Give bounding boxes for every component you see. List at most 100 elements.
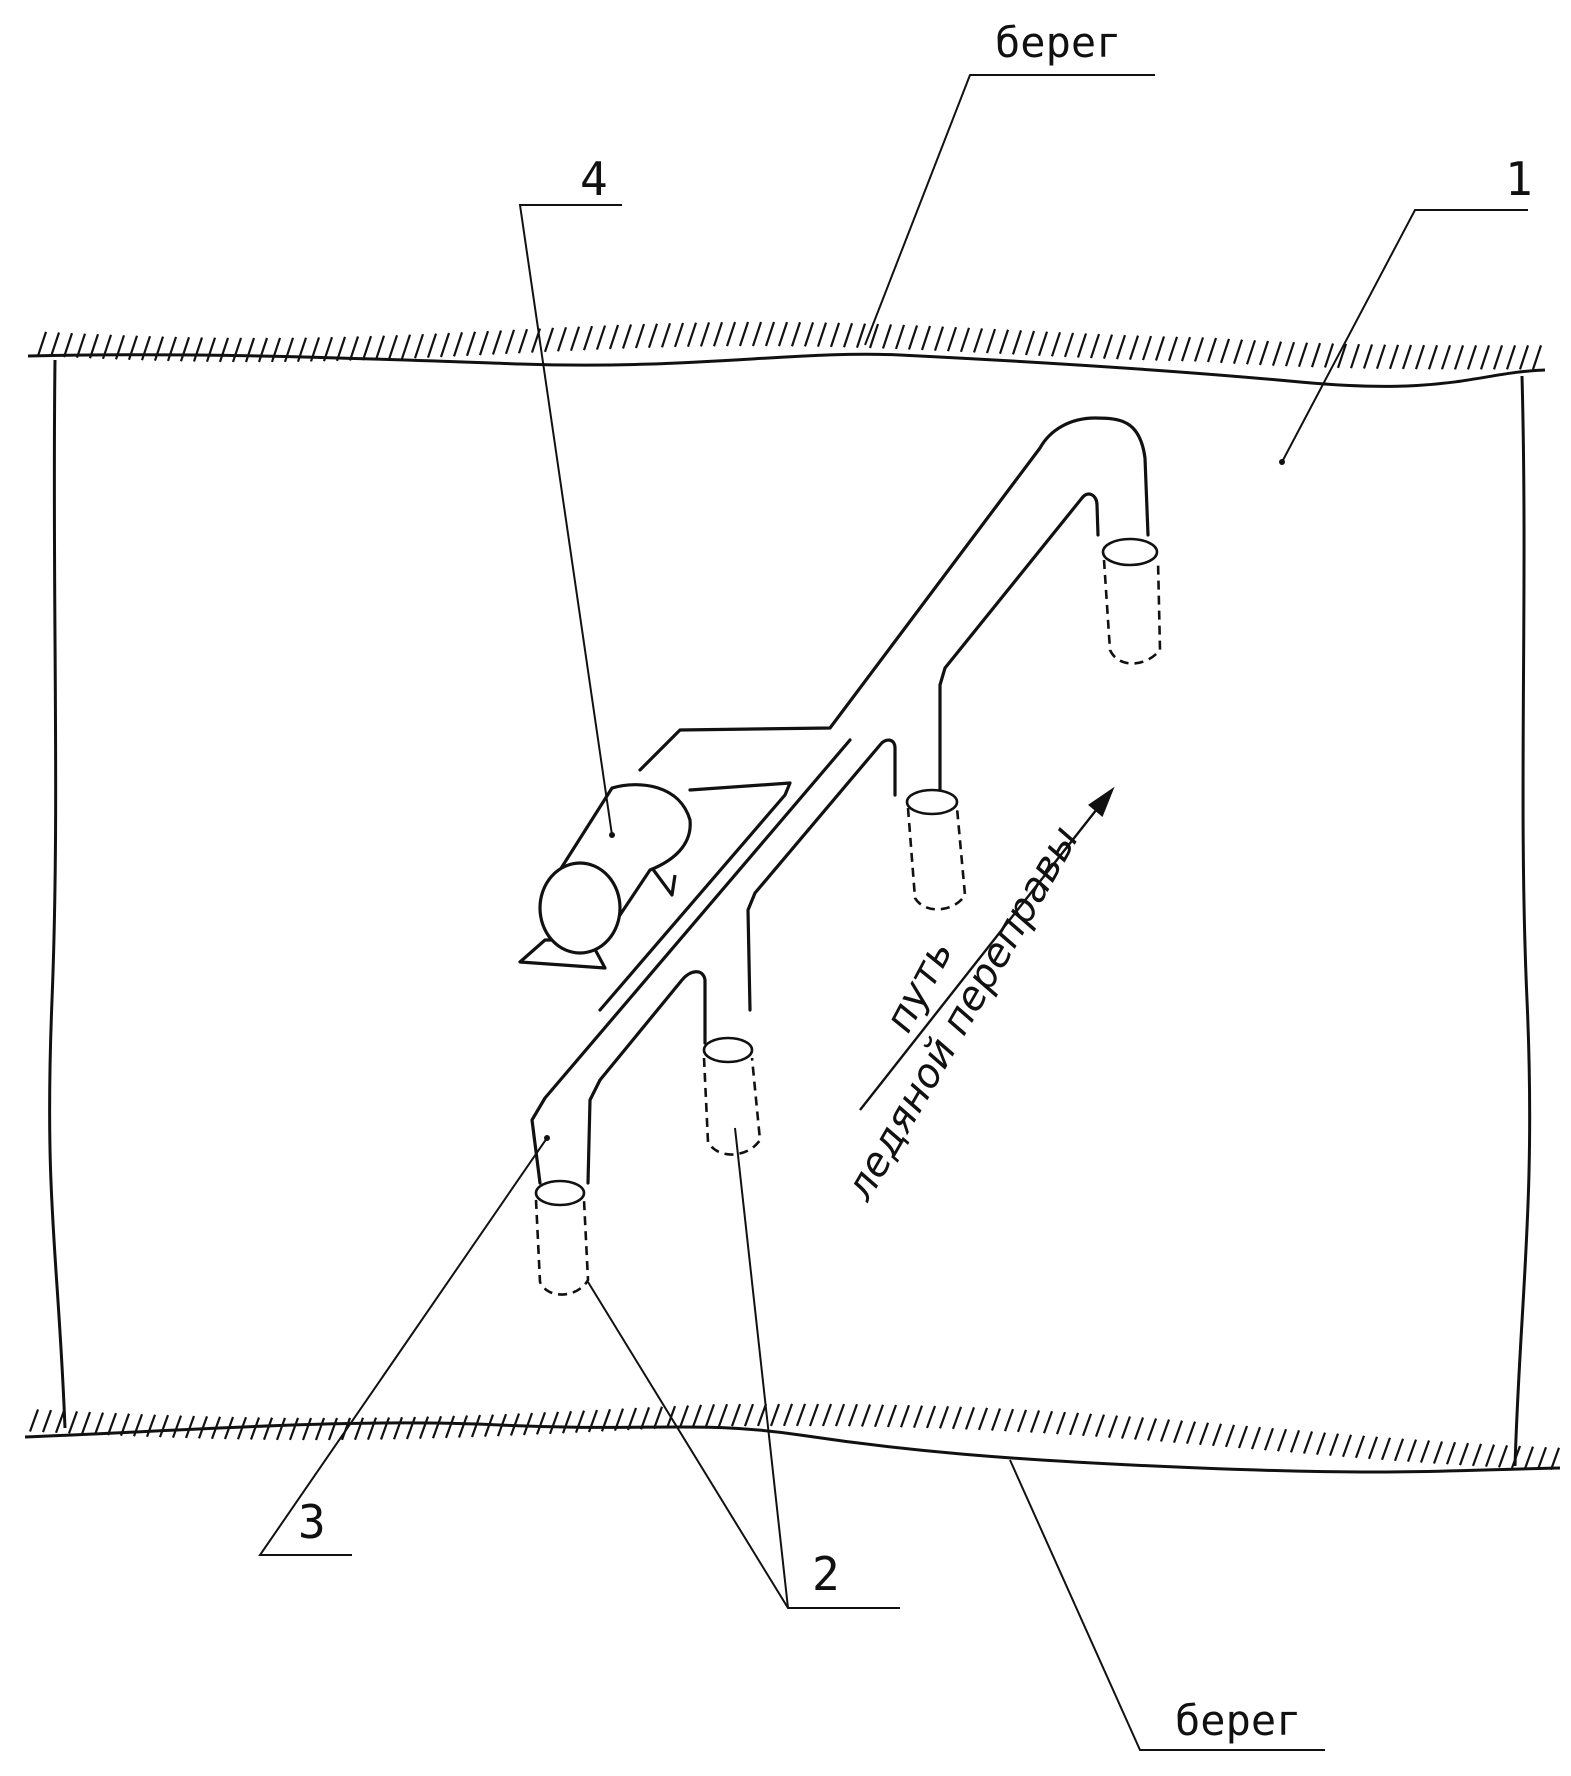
hatch-mark xyxy=(454,332,462,356)
hatch-mark xyxy=(545,328,553,352)
hatch-mark xyxy=(1174,1421,1182,1443)
hatch-mark xyxy=(1299,343,1307,367)
hatch-mark xyxy=(576,1411,584,1433)
hatch-mark xyxy=(1252,1427,1260,1449)
label-shore-top: берег xyxy=(995,18,1121,67)
hatch-mark xyxy=(875,1405,883,1427)
pump-unit xyxy=(520,785,690,968)
ice-hole-3 xyxy=(704,1038,760,1155)
hatch-mark xyxy=(1044,1411,1052,1433)
hatch-mark xyxy=(1525,1447,1533,1469)
label-callout-3: 3 xyxy=(298,1495,326,1549)
hatch-mark xyxy=(1187,1422,1195,1444)
hatch-mark xyxy=(1390,345,1398,369)
hatch-mark xyxy=(818,323,826,347)
hatch-mark xyxy=(610,325,618,349)
hatch-mark xyxy=(1104,335,1112,359)
hatch-mark xyxy=(1000,330,1008,354)
manifold-inner-edge-upper xyxy=(940,494,1098,790)
hatch-mark xyxy=(1091,334,1099,358)
hatch-mark xyxy=(1143,336,1151,360)
label-callout-4: 4 xyxy=(580,152,608,206)
manifold-outer-edge-upper xyxy=(640,418,1148,770)
hatch-mark xyxy=(849,1404,857,1426)
hatch-mark xyxy=(1169,337,1177,361)
hatch-mark xyxy=(1031,1411,1039,1433)
hatch-mark xyxy=(303,1418,311,1440)
hatch-mark xyxy=(1317,1433,1325,1455)
hatch-mark xyxy=(329,1418,337,1440)
hatch-mark xyxy=(1286,342,1294,366)
hatch-mark xyxy=(160,1415,168,1437)
hatch-mark xyxy=(259,338,267,362)
callout-leaders xyxy=(260,75,1528,1750)
hatch-mark xyxy=(732,1404,740,1426)
hatch-mark xyxy=(290,1418,298,1440)
hatch-mark xyxy=(147,1415,155,1437)
hatch-mark xyxy=(935,327,943,351)
hatch-mark xyxy=(407,1417,415,1439)
hatch-mark xyxy=(233,338,241,362)
hatch-mark xyxy=(948,327,956,351)
hatch-mark xyxy=(1468,345,1476,369)
hatch-mark xyxy=(82,1412,90,1434)
hatch-mark xyxy=(1351,344,1359,368)
hatch-mark xyxy=(1356,1436,1364,1458)
hatch-mark xyxy=(1156,336,1164,360)
hatch-mark xyxy=(1416,345,1424,369)
hatch-mark xyxy=(1005,1409,1013,1431)
hatch-mark xyxy=(1481,345,1489,369)
hatch-mark xyxy=(1182,337,1190,361)
hatch-mark xyxy=(1083,1414,1091,1436)
hatch-mark xyxy=(745,1404,753,1426)
ice-hole-2-rim xyxy=(907,790,957,814)
hatch-mark xyxy=(95,1413,103,1435)
hatch-mark xyxy=(784,1404,792,1426)
hatch-mark xyxy=(1278,1429,1286,1451)
hatch-mark xyxy=(727,322,735,346)
route-arrow-head xyxy=(1090,790,1112,815)
hatch-mark xyxy=(927,1406,935,1428)
pump-end-cap xyxy=(540,863,620,953)
hatch-mark xyxy=(992,1409,1000,1431)
hatch-mark xyxy=(1247,340,1255,364)
hatch-mark xyxy=(1325,344,1333,368)
hatch-mark xyxy=(1408,1440,1416,1462)
hatch-mark xyxy=(797,1404,805,1426)
callout-3-dot xyxy=(544,1135,550,1141)
hatch-mark xyxy=(1434,1441,1442,1463)
hatch-mark xyxy=(909,325,917,349)
ice-hole-2 xyxy=(907,790,965,909)
bottom-shore-hatching xyxy=(30,1404,1559,1470)
hatch-mark xyxy=(649,324,657,348)
leader-callout-4 xyxy=(520,205,622,835)
ice-area-border xyxy=(50,360,1530,1466)
hatch-mark xyxy=(181,337,189,361)
hatch-mark xyxy=(979,1408,987,1430)
hatch-mark xyxy=(30,1409,38,1431)
hatch-mark xyxy=(740,322,748,346)
hatch-mark xyxy=(1135,1418,1143,1440)
hatch-mark xyxy=(836,1404,844,1426)
hatch-mark xyxy=(186,1416,194,1438)
hatch-mark xyxy=(987,329,995,353)
hatch-mark xyxy=(701,322,709,346)
hatch-mark xyxy=(597,326,605,350)
hatch-mark xyxy=(805,322,813,346)
hatch-mark xyxy=(64,333,72,357)
hatch-mark xyxy=(56,1411,64,1433)
hatch-mark xyxy=(1429,345,1437,369)
hatch-mark xyxy=(207,338,215,362)
hatch-mark xyxy=(1494,345,1502,369)
leader-callout-3 xyxy=(260,1138,547,1555)
hatch-mark xyxy=(155,337,163,361)
hatch-mark xyxy=(420,1417,428,1439)
hatch-mark xyxy=(688,323,696,347)
hatch-mark xyxy=(792,322,800,346)
hatch-mark xyxy=(654,1407,662,1429)
hatch-mark xyxy=(883,324,891,348)
hatch-mark xyxy=(402,335,410,359)
ice-hole-4 xyxy=(536,1181,588,1295)
hatch-mark xyxy=(857,324,865,348)
hatch-mark xyxy=(537,1412,545,1434)
